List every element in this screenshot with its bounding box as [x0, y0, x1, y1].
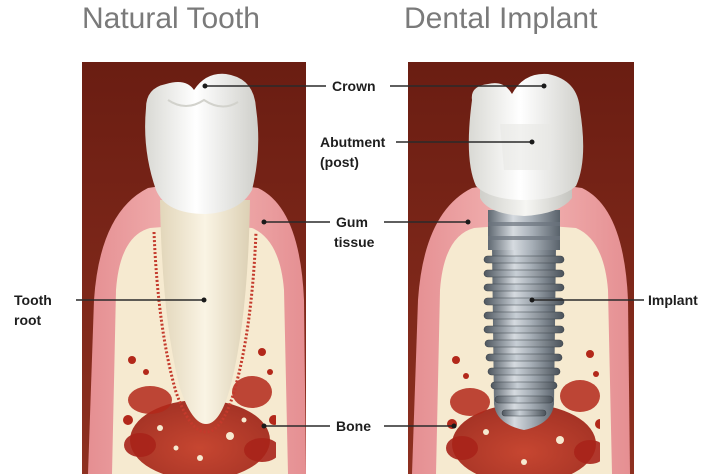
dental-implant-illustration: [408, 62, 634, 474]
implant-label: Implant: [648, 290, 698, 310]
bone-label: Bone: [336, 416, 371, 436]
crown-label: Crown: [332, 76, 376, 96]
natural-tooth-illustration: [82, 62, 306, 474]
abutment-post-label: (post): [320, 152, 359, 172]
tooth-label: Tooth: [14, 290, 52, 310]
natural-tooth-crown: [145, 74, 258, 214]
gum-tissue-label: tissue: [334, 232, 374, 252]
abutment-label: Abutment: [320, 132, 385, 152]
gum-label: Gum: [336, 212, 368, 232]
abutment-inside-crown: [500, 124, 552, 170]
root-label: root: [14, 310, 41, 330]
